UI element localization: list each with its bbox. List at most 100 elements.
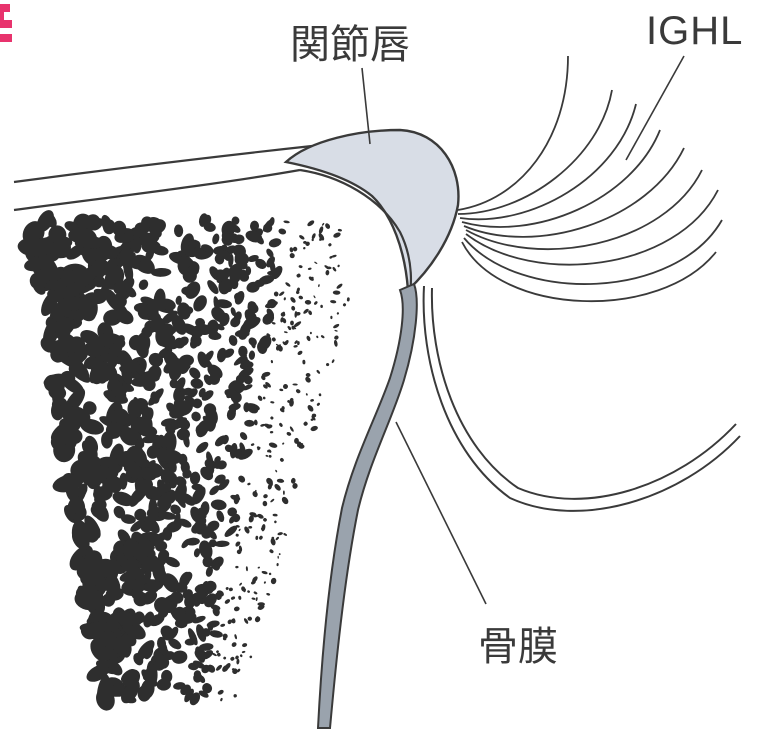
bone-pore [143,416,152,434]
bone-pore [257,566,260,568]
bone-pore [229,587,234,591]
bone-pore [265,455,268,458]
bone-pore [310,332,312,335]
label-ighl: IGHL [646,9,743,53]
bone-pore [222,633,229,640]
bone-pore [268,237,283,249]
bone-pore [310,425,319,432]
bone-pore [282,442,285,445]
bone-pore [257,395,264,402]
bone-pore [230,656,236,661]
bone-pore [214,540,230,547]
bone-pore [251,597,255,600]
bone-pore [263,396,266,399]
joint-capsule [424,286,740,511]
bone-pore [235,566,239,569]
bone-pore [234,634,238,640]
bone-pore [294,311,297,318]
bone-pore [295,388,301,394]
leader-periosteum [396,422,486,604]
bone-pore [263,581,266,584]
label-periosteum: 骨膜 [478,624,558,670]
bone-pore [298,295,304,300]
bone-pore [255,536,258,540]
bone-pore [314,261,318,264]
bone-pore [338,229,343,232]
bone-pore [277,532,283,536]
bone-pore [313,300,318,305]
bone-pore [318,226,324,235]
bone-pore [278,291,285,297]
bone-pore [242,651,246,654]
bone-pore [333,335,339,341]
bone-pore [217,689,225,696]
labrum-shape [286,130,458,290]
bone-pore [271,360,274,363]
bone-pore [238,431,248,442]
bone-pore [270,577,277,585]
cancellous-bone [17,207,350,713]
bone-pore [303,421,309,427]
bone-pore [320,335,325,339]
bone-pore [250,443,254,447]
bone-pore [247,482,251,485]
bone-pore [253,591,258,595]
bone-pore [320,305,323,308]
bone-pore [291,305,296,311]
bone-pore [258,535,263,540]
bone-pore [337,264,340,267]
bone-pore [336,283,344,290]
bone-pore [281,496,290,506]
bone-pore [224,598,231,605]
ighl-fibers [458,56,722,301]
bone-pore [170,649,188,665]
bone-pore [268,442,278,449]
bone-pore [313,295,316,298]
bone-pore [270,401,274,404]
bone-pore [282,383,288,389]
bone-pore [283,490,285,494]
bone-pore [316,402,320,406]
bone-pore [239,582,243,586]
bone-pore [233,694,237,698]
bone-pore [279,457,284,462]
periosteum-band [318,284,417,728]
bone-pore [273,291,279,297]
bone-pore [270,416,274,420]
bone-pore [330,300,337,304]
bone-pore [311,233,317,240]
bone-pore [137,278,150,292]
bone-pore [298,265,303,269]
bone-pore [326,266,331,269]
bone-pore [325,270,329,276]
bone-pore [244,420,255,427]
bone-pore [262,501,267,507]
bone-pore [230,596,235,601]
bone-pore [269,549,275,554]
bone-pore [263,494,268,499]
bone-pore [332,266,337,272]
bone-pore [274,520,278,524]
bone-pore [236,659,240,665]
bone-pore [238,595,242,600]
bone-pore [328,243,333,247]
bone-pore [211,233,220,245]
bone-pore [284,297,287,300]
bone-pore [220,623,226,627]
articular-cartilage [14,146,312,210]
bone-pore [310,399,314,402]
bone-pore [278,553,280,556]
bone-pore [279,388,283,391]
bone-pore [210,499,227,511]
bone-pore [237,474,247,484]
bone-pore [261,524,266,532]
bone-pore [231,641,238,648]
bone-pore [235,533,239,537]
bone-pore [308,267,312,270]
bone-pore [242,643,248,648]
bone-pore [308,276,315,282]
bone-pore [174,224,184,237]
bone-pore [306,373,311,377]
bone-pore [347,297,350,302]
